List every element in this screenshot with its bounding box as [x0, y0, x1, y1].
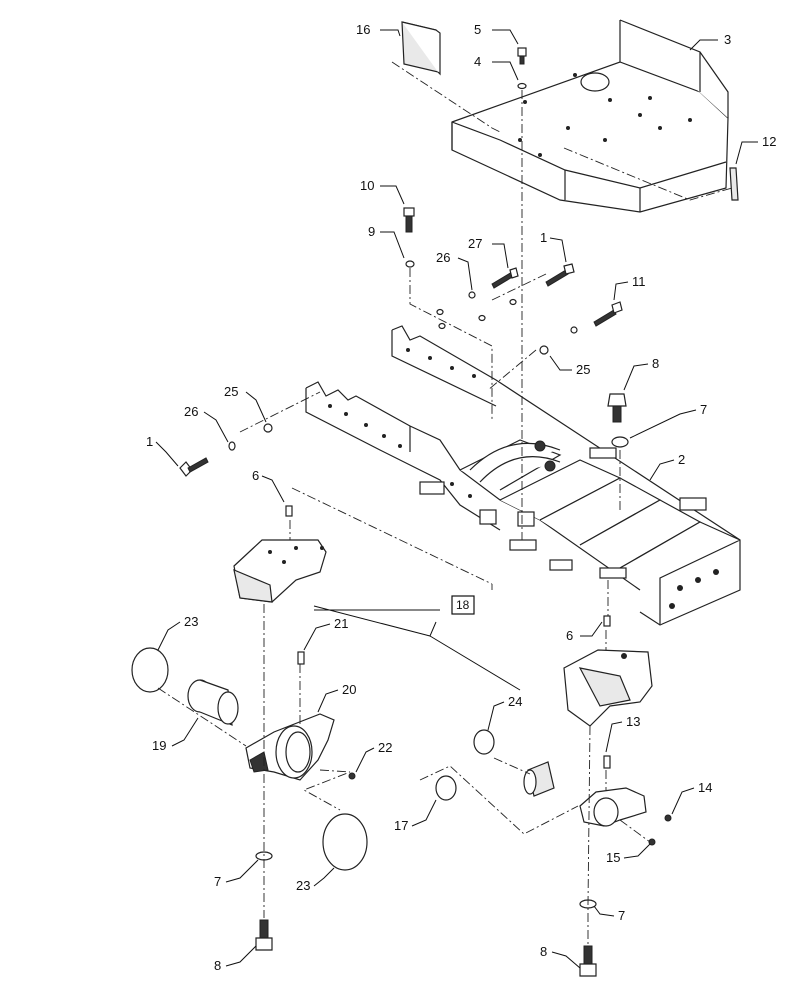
left-mount-bracket [233, 539, 327, 603]
callout-labels: 16 5 4 3 12 10 9 27 26 1 11 25 25 26 1 8… [146, 22, 776, 973]
callout-16: 16 [356, 22, 370, 37]
part-6-pin-right [603, 615, 611, 627]
part-washer-right [570, 326, 578, 334]
callout-7-right: 7 [618, 908, 625, 923]
callout-7-upper: 7 [700, 402, 707, 417]
callout-23-upper: 23 [184, 614, 198, 629]
right-housing [579, 787, 647, 827]
part-14-fitting [664, 814, 672, 822]
callout-5: 5 [474, 22, 481, 37]
callout-18-box [451, 595, 475, 615]
part-17-ring [435, 775, 457, 801]
part-23-ring-upper [131, 647, 169, 693]
callout-6-right: 6 [566, 628, 573, 643]
washer-b [478, 314, 486, 322]
callout-19: 19 [152, 738, 166, 753]
part-20-housing [245, 713, 335, 781]
part-7-washer-upper [611, 436, 629, 448]
callout-1-lower: 1 [146, 434, 153, 449]
part-9-washer [405, 260, 415, 268]
part-12-strip [729, 167, 739, 201]
callout-18: 18 [456, 598, 470, 612]
callout-17: 17 [394, 818, 408, 833]
callout-7-left: 7 [214, 874, 221, 889]
part-11-bolt [593, 301, 623, 327]
part-26-washer-upper [468, 291, 476, 299]
part-13-pin [603, 755, 611, 769]
callout-26-upper: 26 [436, 250, 450, 265]
part-25-nut-left [263, 423, 273, 433]
part-3-counterweight [451, 19, 729, 213]
washer-a [436, 308, 444, 316]
leader-lines [155, 29, 758, 969]
phantom-center-lines [157, 61, 733, 946]
part-5-bolt [517, 47, 527, 65]
part-24-ring [473, 729, 495, 755]
part-2-frame [305, 325, 741, 626]
washer-d [438, 322, 446, 330]
part-8-bolt-right [579, 945, 597, 977]
callout-26-lower: 26 [184, 404, 198, 419]
callout-8-left: 8 [214, 958, 221, 973]
callout-8-upper: 8 [652, 356, 659, 371]
callout-11: 11 [632, 274, 646, 289]
part-16-pad [401, 21, 441, 76]
callout-15: 15 [606, 850, 620, 865]
part-25-nut-right [539, 345, 549, 355]
part-10-bolt [403, 207, 415, 233]
part-21-pin [297, 651, 305, 665]
callout-21: 21 [334, 616, 348, 631]
callout-4: 4 [474, 54, 481, 69]
callout-13: 13 [626, 714, 640, 729]
part-23-ring-lower [322, 813, 368, 871]
callout-20: 20 [342, 682, 356, 697]
callout-27: 27 [468, 236, 482, 251]
callout-23-lower: 23 [296, 878, 310, 893]
part-6-pin-left [285, 505, 293, 517]
callout-10: 10 [360, 178, 374, 193]
right-bushing [523, 761, 555, 797]
part-1-bolt-lower [179, 457, 209, 477]
part-22-fitting [348, 772, 356, 780]
part-8-bolt-upper [607, 393, 627, 423]
callout-8-right: 8 [540, 944, 547, 959]
callout-1-upper: 1 [540, 230, 547, 245]
right-mount-bracket [563, 649, 653, 727]
callout-3: 3 [724, 32, 731, 47]
part-1-bolt-upper [545, 263, 575, 287]
part-15-fitting [648, 838, 656, 846]
callout-14: 14 [698, 780, 712, 795]
part-26-washer-lower [228, 441, 236, 451]
callout-24: 24 [508, 694, 522, 709]
callout-6-left: 6 [252, 468, 259, 483]
callout-25-left: 25 [224, 384, 238, 399]
callout-22: 22 [378, 740, 392, 755]
part-27-bolt [491, 267, 519, 289]
callout-12: 12 [762, 134, 776, 149]
callout-25-right: 25 [576, 362, 590, 377]
washer-c [509, 298, 517, 306]
part-8-bolt-left [255, 919, 273, 951]
callout-9: 9 [368, 224, 375, 239]
part-19-bushing [187, 679, 239, 726]
callout-2: 2 [678, 452, 685, 467]
part-4-washer [517, 82, 527, 90]
